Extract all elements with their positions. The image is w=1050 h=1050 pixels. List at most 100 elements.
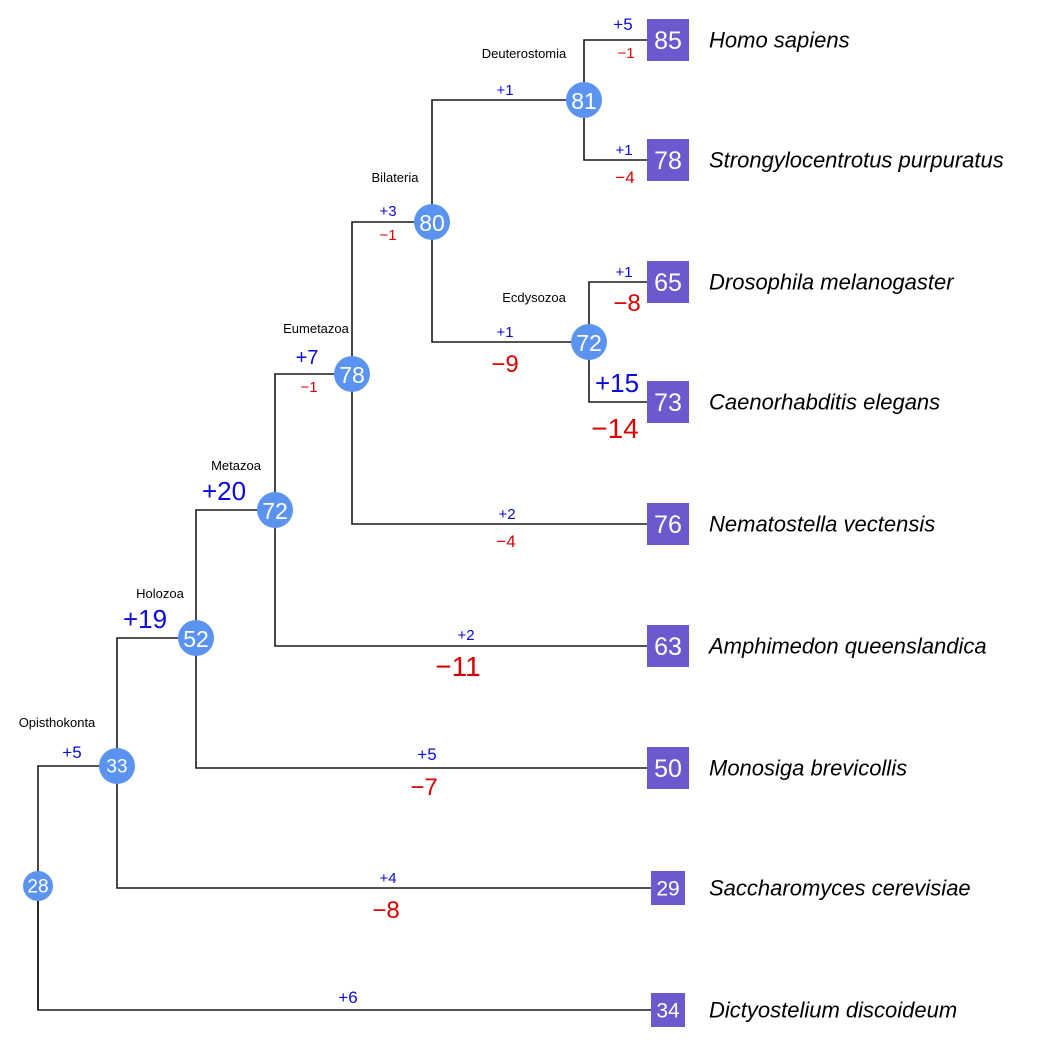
- branch-deuterostomia: [431, 99, 584, 222]
- leaf-dictyostelium: 34 Dictyostelium discoideum: [651, 993, 957, 1027]
- branch-amphimedon: [274, 510, 668, 647]
- internal-node-root: 28: [23, 871, 53, 901]
- gain-label-caenorhabditis: +15: [595, 368, 639, 398]
- gain-label-opisthokonta: +5: [62, 743, 81, 762]
- loss-label-caenorhabditis: −14: [591, 413, 639, 444]
- species-name: Caenorhabditis elegans: [709, 390, 940, 415]
- branch-nematostella: [351, 374, 668, 525]
- branch-bilateria: [351, 221, 432, 374]
- gain-label-bilateria: +3: [379, 203, 396, 220]
- node-value: 72: [262, 498, 288, 524]
- internal-node-eumetazoa: 78: [334, 356, 370, 392]
- node-value: 80: [419, 210, 445, 236]
- node-circle: [334, 356, 370, 392]
- clade-label-deuterostomia: Deuterostomia: [482, 46, 567, 61]
- branches: [37, 39, 668, 1011]
- loss-label-amphimedon: −11: [435, 651, 480, 682]
- node-circle: [23, 871, 53, 901]
- loss-label-monosiga: −7: [410, 774, 437, 801]
- clade-label-holozoa: Holozoa: [136, 586, 184, 601]
- branch-holozoa: [116, 637, 196, 766]
- loss-label-ecdysozoa: −9: [491, 351, 518, 378]
- species-name: Nematostella vectensis: [709, 512, 935, 537]
- loss-label-nematostella: −4: [496, 532, 515, 551]
- leaf-box: [647, 19, 689, 61]
- loss-label-saccharomyces: −8: [372, 897, 399, 924]
- loss-label-homo: −1: [617, 45, 634, 62]
- branch-eumetazoa: [274, 373, 352, 510]
- gain-label-dictyostelium: +6: [338, 988, 357, 1007]
- species-name: Dictyostelium discoideum: [709, 998, 957, 1023]
- species-name: Amphimedon queenslandica: [707, 634, 987, 659]
- node-value: 81: [571, 88, 597, 114]
- branch-caenorhabditis: [588, 342, 668, 403]
- leaf-box: [647, 139, 689, 181]
- leaf-homo: 85 Homo sapiens: [647, 19, 850, 61]
- clade-label-metazoa: Metazoa: [211, 458, 262, 473]
- leaf-value: 73: [654, 389, 682, 417]
- loss-label-eumetazoa: −1: [300, 379, 317, 396]
- internal-node-ecdysozoa: 72: [571, 324, 607, 360]
- node-value: 33: [106, 757, 127, 778]
- branch-saccharomyces: [116, 766, 668, 889]
- branch-metazoa: [195, 509, 275, 638]
- leaf-value: 65: [654, 269, 682, 297]
- branch-monosiga: [195, 638, 668, 769]
- species-name: Saccharomyces cerevisiae: [709, 876, 971, 901]
- node-value: 28: [27, 877, 48, 898]
- leaf-box: [647, 503, 689, 545]
- clade-label-ecdysozoa: Ecdysozoa: [502, 290, 566, 305]
- leaf-monosiga: 50 Monosiga brevicollis: [647, 747, 907, 789]
- node-value: 52: [183, 626, 209, 652]
- clade-label-opisthokonta: Opisthokonta: [19, 715, 96, 730]
- branch-strongylocentrotus: [583, 100, 668, 161]
- leaf-box: [647, 747, 689, 789]
- leaf-drosophila: 65 Drosophila melanogaster: [647, 261, 955, 303]
- species-name: Homo sapiens: [709, 28, 850, 53]
- branch-drosophila: [588, 281, 668, 342]
- leaf-value: 85: [654, 27, 682, 55]
- gain-label-homo: +5: [613, 15, 632, 34]
- internal-node-metazoa: 72: [257, 492, 293, 528]
- gain-label-nematostella: +2: [498, 506, 515, 523]
- node-circle: [566, 82, 602, 118]
- gain-label-strongylocentrotus: +1: [615, 142, 632, 159]
- species-name: Strongylocentrotus purpuratus: [709, 148, 1004, 173]
- species-name: Monosiga brevicollis: [709, 756, 907, 781]
- leaf-value: 29: [656, 878, 679, 901]
- gain-label-ecdysozoa: +1: [496, 324, 513, 341]
- leaf-box: [651, 871, 685, 905]
- leaf-box: [647, 261, 689, 303]
- internal-node-opisthokonta: 33: [99, 748, 135, 784]
- gain-label-saccharomyces: +4: [379, 870, 396, 887]
- branch-ecdysozoa: [431, 222, 589, 343]
- node-circle: [178, 620, 214, 656]
- node-circle: [571, 324, 607, 360]
- branch-labels: +5+19+20+7−1+3−1+1+1−9+5−1+1−4+1−8+15−14…: [19, 15, 641, 1007]
- leaf-value: 76: [654, 511, 682, 539]
- gain-label-metazoa: +20: [202, 476, 246, 506]
- loss-label-drosophila: −8: [613, 290, 640, 317]
- leaf-box: [647, 381, 689, 423]
- leaf-value: 34: [656, 1000, 680, 1023]
- node-value: 72: [576, 330, 602, 356]
- node-circle: [257, 492, 293, 528]
- gain-label-eumetazoa: +7: [296, 347, 319, 369]
- leaf-box: [647, 625, 689, 667]
- node-circle: [414, 204, 450, 240]
- species-name: Drosophila melanogaster: [709, 270, 955, 295]
- internal-node-bilateria: 80: [414, 204, 450, 240]
- branch-homo: [583, 39, 668, 100]
- leaf-nematostella: 76 Nematostella vectensis: [647, 503, 935, 545]
- leaf-value: 63: [654, 633, 682, 661]
- leaf-value: 50: [654, 755, 682, 783]
- clade-label-bilateria: Bilateria: [372, 170, 420, 185]
- gain-label-holozoa: +19: [123, 604, 167, 634]
- leaf-amphimedon: 63 Amphimedon queenslandica: [647, 625, 987, 667]
- internal-node-holozoa: 52: [178, 620, 214, 656]
- node-value: 78: [339, 362, 365, 388]
- internal-node-deuterostomia: 81: [566, 82, 602, 118]
